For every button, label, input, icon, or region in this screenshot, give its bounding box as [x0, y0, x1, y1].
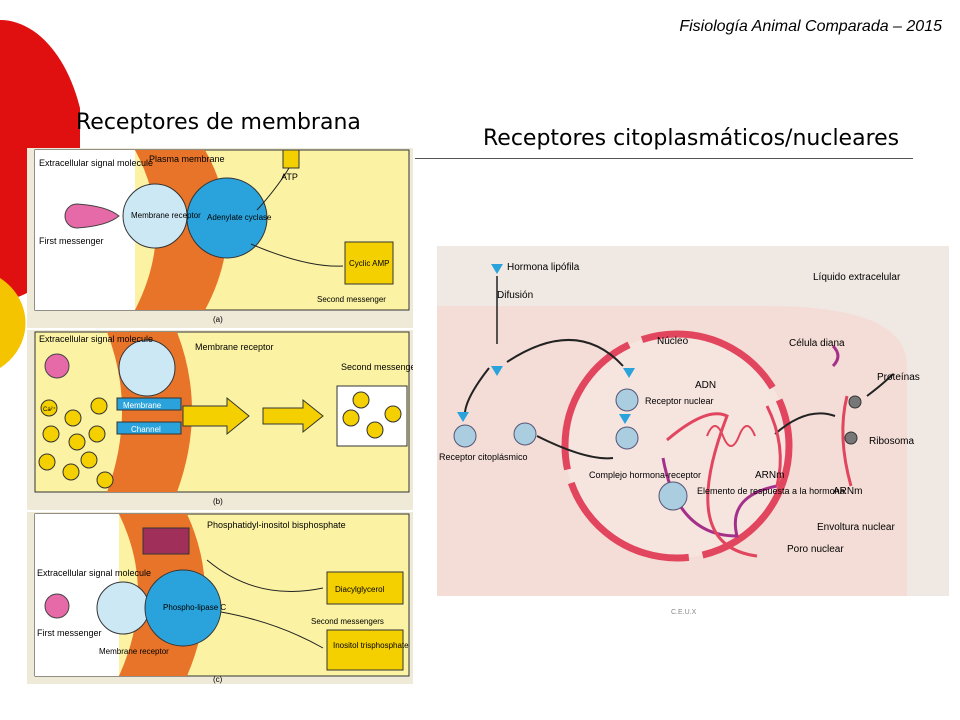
- panel-a-plasma-label: Plasma membrane: [149, 154, 225, 164]
- panel-b-channel-label: Channel: [131, 425, 161, 434]
- label-difusion: Difusión: [497, 290, 533, 301]
- panel-a-second-label: Second messenger: [317, 295, 386, 304]
- panel-b-signal-label: Extracellular signal molecule: [39, 334, 153, 344]
- channel-arrow: [182, 396, 250, 436]
- panel-b-ion-label: Ca²⁺: [43, 406, 56, 413]
- nuclear-envelope-shape: [561, 330, 793, 562]
- nuclear-receptor-diagram: Hormona lipófila Difusión Líquido extrac…: [437, 246, 949, 616]
- panel-b-second-label: Second messengers: [341, 362, 413, 372]
- panel-a-receptor-label: Membrane receptor: [131, 211, 201, 220]
- label-adn: ADN: [695, 380, 716, 391]
- title-underline: [415, 158, 913, 159]
- label-receptor-nuclear: Receptor nuclear: [645, 396, 714, 406]
- pip-square: [142, 527, 190, 555]
- panel-c-first-label: First messenger: [37, 628, 102, 638]
- panel-c-second-label: Second messengers: [311, 617, 384, 626]
- panel-c-letter: (c): [213, 675, 223, 684]
- label-arnm-cytoplasm: ARNm: [833, 486, 862, 497]
- adenylate-cyclase-shape: [186, 177, 268, 259]
- title-nuclear-receptors: Receptores citoplasmáticos/nucleares: [483, 126, 900, 151]
- panel-a-first-label: First messenger: [39, 236, 104, 246]
- panel-b-letter: (b): [213, 497, 223, 506]
- dna-strand-b: [666, 412, 758, 558]
- panel-c-receptor-shape: [96, 581, 150, 635]
- panel-b-ion-channel: Extracellular signal molecule Membrane r…: [27, 330, 413, 510]
- yellow-decor-shape: [0, 278, 26, 368]
- dna-helix: [706, 425, 756, 447]
- label-nucleo: Núcleo: [657, 336, 689, 347]
- ip3-box: [326, 629, 404, 671]
- panel-b-receptor-label: Membrane receptor: [195, 342, 274, 352]
- signal-molecule-shape: [64, 203, 120, 229]
- phospholipase-shape: [144, 569, 222, 647]
- label-arnm-nucleus: ARNm: [755, 470, 784, 481]
- panel-c-ip3-label: Inositol trisphosphate: [333, 641, 409, 650]
- ribosome-shape: [848, 395, 862, 409]
- label-celula: Célula diana: [789, 338, 845, 349]
- panel-c-dag-label: Diacylglycerol: [335, 585, 385, 594]
- label-complejo: Complejo hormona-receptor: [589, 470, 701, 480]
- label-proteinas: Proteínas: [877, 372, 920, 383]
- panel-b-receptor-shape: [118, 339, 176, 397]
- label-hormona: Hormona lipófila: [507, 262, 580, 273]
- label-receptor-cito: Receptor citoplásmico: [439, 452, 528, 462]
- label-elemento: Elemento de respuesta a la hormona: [697, 486, 845, 496]
- panel-c-phospholipase: Phosphatidyl-inositol bisphosphate Extra…: [27, 512, 413, 684]
- panel-c-receptor-label: Membrane receptor: [99, 647, 169, 656]
- course-header: Fisiología Animal Comparada – 2015: [679, 18, 942, 35]
- dag-box: [326, 571, 404, 605]
- panel-c-pip-label: Phosphatidyl-inositol bisphosphate: [207, 520, 346, 530]
- label-liquido: Líquido extracelular: [813, 272, 901, 283]
- panel-a-signal-label: Extracellular signal molecule: [39, 158, 153, 168]
- panel-a-adenylate-label: Adenylate cyclase: [207, 213, 272, 222]
- label-ribosoma: Ribosoma: [869, 436, 914, 447]
- label-poro: Poro nuclear: [787, 544, 844, 555]
- panel-b-membrane-label: Membrane: [123, 401, 162, 410]
- panel-c-signal-label: Extracellular signal molecule: [37, 568, 151, 578]
- panel-c-phospho-label: Phospho-lipase C: [163, 603, 226, 612]
- image-credit: C.E.U.X: [671, 609, 697, 616]
- hormone-triangle-icon: [491, 264, 503, 274]
- cyclic-amp-box: [344, 241, 394, 285]
- title-membrane-receptors: Receptores de membrana: [76, 110, 361, 135]
- panel-a-adenylate-cyclase: Extracellular signal molecule First mess…: [27, 148, 413, 328]
- label-envoltura: Envoltura nuclear: [817, 522, 895, 533]
- panel-a-letter: (a): [213, 315, 223, 324]
- panel-a-camp-label: Cyclic AMP: [349, 259, 389, 268]
- panel-a-atp-label: ATP: [281, 172, 298, 182]
